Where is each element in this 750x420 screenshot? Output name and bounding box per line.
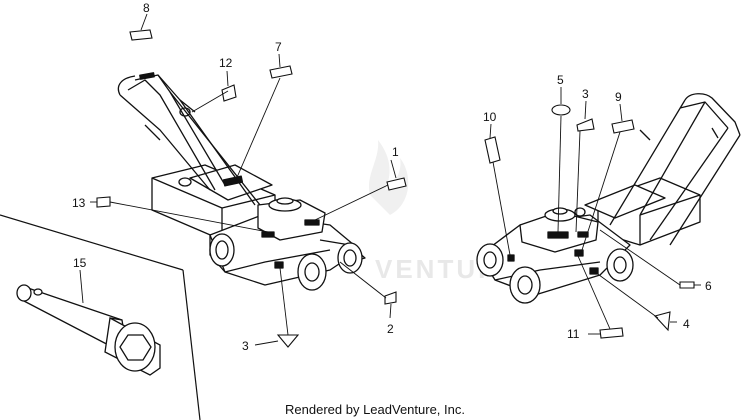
- callout-9: 9: [615, 90, 622, 104]
- callout-1: 1: [392, 145, 399, 159]
- callout-7: 7: [275, 40, 282, 54]
- decal-1: [386, 177, 407, 191]
- separator-line-bottom: [182, 269, 201, 420]
- callout-13: 13: [72, 196, 86, 210]
- callout-10: 10: [483, 110, 497, 124]
- callout-2: 2: [387, 322, 394, 336]
- decal-10: [484, 136, 501, 164]
- decal-12: [221, 84, 237, 102]
- decal-6: [679, 281, 695, 289]
- leaders-right: [489, 87, 701, 335]
- footer-credit: Rendered by LeadVenture, Inc.: [285, 402, 465, 417]
- decals-left: [96, 29, 407, 348]
- callout-6: 6: [705, 279, 712, 293]
- callout-8: 8: [143, 1, 150, 15]
- callout-labels: 1 2 3 4 5 6 7 8 9 10 11 12 13 15 3: [72, 1, 712, 353]
- decal-13: [96, 196, 111, 208]
- decal-9: [611, 119, 635, 134]
- decal-2: [384, 291, 397, 305]
- decal-8: [129, 29, 153, 41]
- decal-5: [551, 104, 571, 116]
- decal-3: [276, 334, 300, 348]
- callout-3b: 3: [582, 87, 589, 101]
- decal-3b: [576, 118, 595, 132]
- decal-11: [599, 327, 624, 339]
- callout-5: 5: [557, 73, 564, 87]
- leaders-left: [90, 13, 397, 346]
- decals-right: [484, 104, 695, 339]
- leader-15: [79, 269, 84, 304]
- callout-11: 11: [567, 327, 580, 341]
- wrench-tool: [16, 284, 161, 376]
- mower-left: [117, 72, 366, 291]
- decal-4: [653, 311, 671, 332]
- callout-15: 15: [73, 256, 87, 270]
- mower-right: [476, 93, 741, 304]
- decal-7: [269, 65, 293, 79]
- callout-12: 12: [219, 56, 233, 70]
- callout-4: 4: [683, 317, 690, 331]
- callout-3: 3: [242, 339, 249, 353]
- separator-line-top: [0, 214, 184, 271]
